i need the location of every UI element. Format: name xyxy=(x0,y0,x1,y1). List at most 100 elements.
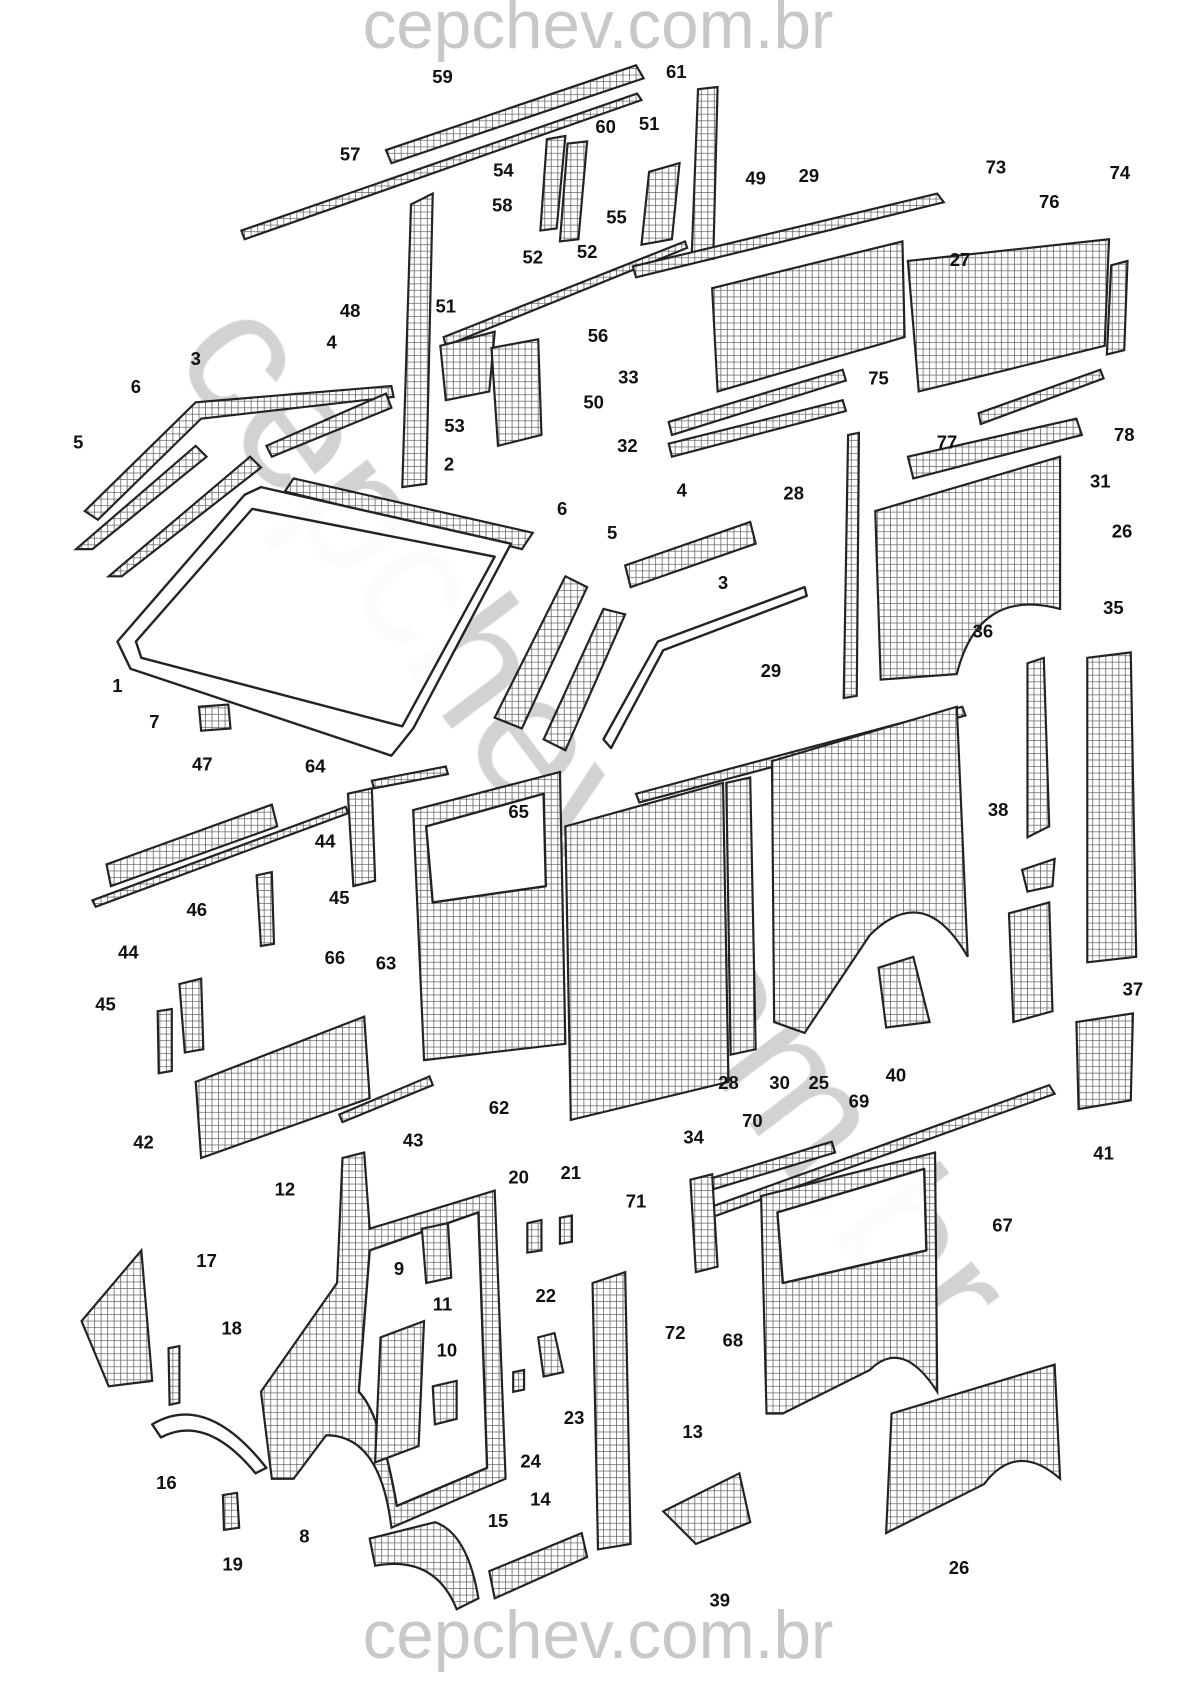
callout-label: 66 xyxy=(325,947,346,968)
callout-label: 15 xyxy=(488,1510,509,1531)
part-42 xyxy=(194,1015,371,1160)
callout-label: 16 xyxy=(156,1472,177,1493)
callout-label: 59 xyxy=(432,66,453,87)
callout-label: 23 xyxy=(564,1407,585,1428)
callout-label: 69 xyxy=(849,1090,870,1111)
part-55 xyxy=(558,140,589,243)
part-14 xyxy=(488,1531,589,1600)
part-9 xyxy=(420,1221,453,1285)
callout-label: 60 xyxy=(595,116,616,137)
part-45 xyxy=(156,1007,173,1075)
callout-label: 6 xyxy=(557,498,567,519)
part-2 xyxy=(283,477,535,551)
part-6a xyxy=(105,455,263,578)
part-3b xyxy=(602,585,808,750)
callout-label: 25 xyxy=(808,1072,829,1093)
callout-label: 51 xyxy=(639,113,660,134)
part-47 xyxy=(105,803,279,888)
callout-label: 10 xyxy=(437,1339,458,1360)
callout-label: 65 xyxy=(508,801,529,822)
callout-label: 55 xyxy=(606,206,627,227)
callout-label: 52 xyxy=(522,247,543,268)
part-38 xyxy=(1020,857,1056,893)
callout-label: 78 xyxy=(1114,424,1135,445)
callout-label: 3 xyxy=(191,348,201,369)
part-1-inner xyxy=(134,507,496,728)
callout-label: 44 xyxy=(315,831,336,852)
callout-label: 27 xyxy=(950,249,971,270)
part-43 xyxy=(337,1074,435,1124)
part-15 xyxy=(368,1521,480,1611)
callout-label: 31 xyxy=(1090,471,1111,492)
part-31 xyxy=(906,417,1084,480)
part-56 xyxy=(442,239,689,348)
callout-label: 51 xyxy=(436,296,457,317)
callout-label: 36 xyxy=(973,621,994,642)
callout-label: 2 xyxy=(444,453,454,474)
callout-label: 11 xyxy=(433,1294,453,1315)
callout-label: 19 xyxy=(222,1554,243,1575)
callout-label: 37 xyxy=(1123,978,1144,999)
part-46 xyxy=(90,805,350,909)
part-21 xyxy=(558,1214,573,1246)
part-17 xyxy=(80,1247,154,1388)
callout-label: 63 xyxy=(376,952,397,973)
part-37 xyxy=(1007,901,1054,1024)
callout-label: 8 xyxy=(299,1525,309,1546)
part-28a xyxy=(842,431,861,700)
part-25 xyxy=(770,705,969,1035)
part-5a xyxy=(73,444,209,551)
callout-label: 54 xyxy=(493,160,514,181)
callout-label: 49 xyxy=(745,167,766,188)
part-28b xyxy=(725,776,757,1057)
callout-label: 73 xyxy=(986,156,1007,177)
part-22-23 xyxy=(536,1331,565,1378)
callout-label: 22 xyxy=(536,1285,557,1306)
part-71 xyxy=(689,1172,719,1274)
part-18 xyxy=(167,1344,181,1407)
part-20 xyxy=(526,1218,543,1254)
part-4a xyxy=(264,392,393,459)
part-33 xyxy=(667,368,848,437)
callout-label: 9 xyxy=(394,1258,404,1279)
callout-label: 50 xyxy=(583,391,604,412)
callout-label: 72 xyxy=(665,1322,686,1343)
parts-drawing xyxy=(73,63,1138,1611)
callout-label: 68 xyxy=(723,1330,744,1351)
callout-label: 21 xyxy=(561,1162,582,1183)
callout-label: 43 xyxy=(403,1130,424,1151)
part-51a xyxy=(640,161,681,246)
callout-label: 38 xyxy=(988,799,1009,820)
callout-label: 70 xyxy=(742,1110,763,1131)
part-59 xyxy=(384,63,646,165)
callout-label: 40 xyxy=(886,1064,907,1085)
callout-label: 28 xyxy=(718,1072,739,1093)
callout-label: 28 xyxy=(783,483,804,504)
callout-label: 67 xyxy=(992,1214,1013,1235)
part-7 xyxy=(197,703,232,732)
part-34 xyxy=(564,781,730,1122)
callout-label: 47 xyxy=(192,753,213,774)
watermark-top: cepchev.com.br xyxy=(363,0,834,63)
callout-label: 32 xyxy=(617,435,638,456)
callout-label: 29 xyxy=(761,660,782,681)
callout-label: 57 xyxy=(340,143,361,164)
callout-label: 64 xyxy=(305,756,326,777)
callout-label: 3 xyxy=(718,572,728,593)
callout-label: 46 xyxy=(187,899,208,920)
callout-label: 5 xyxy=(73,432,83,453)
callout-label: 20 xyxy=(508,1167,529,1188)
callout-label: 4 xyxy=(677,479,688,500)
part-26a xyxy=(874,455,1062,681)
part-66 xyxy=(346,786,377,888)
callout-label: 74 xyxy=(1110,162,1131,183)
part-3a xyxy=(83,384,395,522)
callout-label: 1 xyxy=(112,675,122,696)
callout-label: 5 xyxy=(607,522,617,543)
callout-label: 75 xyxy=(868,367,889,388)
part-29a xyxy=(631,192,946,279)
part-6b xyxy=(493,574,589,730)
callout-label: 61 xyxy=(666,61,687,82)
